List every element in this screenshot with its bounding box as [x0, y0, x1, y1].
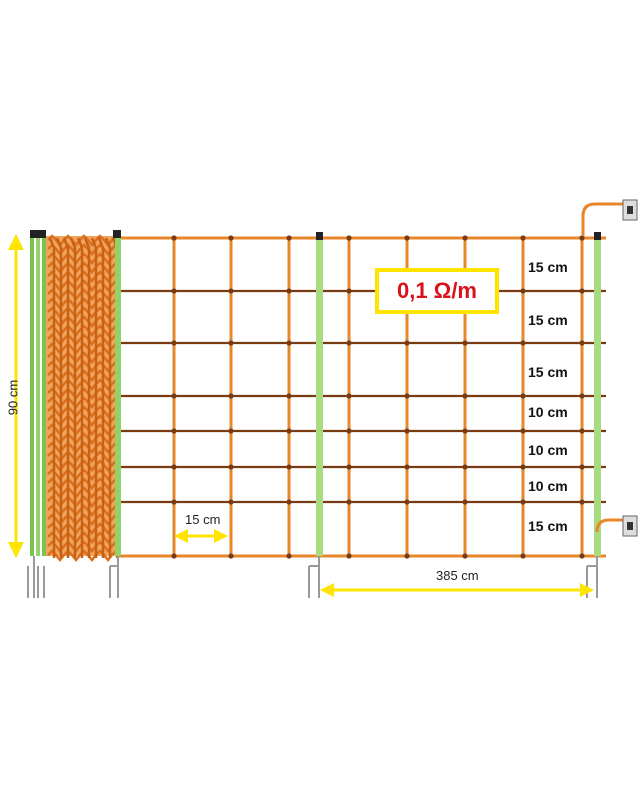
post-bundle-1 [30, 232, 34, 556]
wire-knot [228, 464, 234, 470]
wire-knot [520, 288, 526, 294]
wire-knot [520, 499, 526, 505]
mesh-width-label: 15 cm [185, 512, 221, 527]
wire-knot [346, 235, 352, 241]
row-spacing-label: 15 cm [528, 518, 568, 534]
row-spacing-label: 15 cm [528, 259, 568, 275]
wire-knot [520, 340, 526, 346]
wire-knot [579, 499, 585, 505]
wire-knot [404, 553, 410, 559]
mesh-width-arrow [174, 529, 228, 543]
wire-knot [462, 235, 468, 241]
wire-knot [579, 288, 585, 294]
wire-knot [286, 499, 292, 505]
wire-knot [286, 428, 292, 434]
row-spacing-label: 10 cm [528, 404, 568, 420]
wire-knot [404, 235, 410, 241]
wire-knot [520, 464, 526, 470]
wire-knot [462, 428, 468, 434]
wire-knot [171, 288, 177, 294]
wire-knot [346, 393, 352, 399]
wire-knot [520, 428, 526, 434]
wire-knot [579, 235, 585, 241]
wire-knot [404, 464, 410, 470]
wire-knot [579, 553, 585, 559]
wire-knot [286, 393, 292, 399]
wire-knot [228, 340, 234, 346]
wire-knot [286, 553, 292, 559]
wire-knot [346, 340, 352, 346]
wire-knot [228, 235, 234, 241]
wire-knot [579, 428, 585, 434]
row-spacing-label: 10 cm [528, 478, 568, 494]
post-middle [316, 236, 323, 556]
corner-hooks [581, 199, 638, 537]
height-dimension-arrow [8, 234, 24, 558]
wire-knot [228, 499, 234, 505]
post-spacing-label: 385 cm [436, 568, 479, 583]
row-spacing-label: 10 cm [528, 442, 568, 458]
wire-knot [404, 340, 410, 346]
wire-knot [462, 553, 468, 559]
wire-knot [346, 464, 352, 470]
post-bundle-2 [36, 232, 40, 556]
wire-knot [579, 340, 585, 346]
wire-knot [171, 340, 177, 346]
wire-knot [462, 499, 468, 505]
wire-knot [228, 428, 234, 434]
wire-knot [579, 464, 585, 470]
wire-knot [404, 393, 410, 399]
wire-knot [228, 288, 234, 294]
wire-knot [346, 428, 352, 434]
wire-knot [346, 288, 352, 294]
wire-knot [346, 553, 352, 559]
resistance-box: 0,1 Ω/m [375, 268, 499, 314]
wire-knot [171, 428, 177, 434]
wire-knot [404, 499, 410, 505]
wire-knot [286, 288, 292, 294]
wire-knot [171, 235, 177, 241]
post-right [594, 236, 601, 556]
wire-knot [462, 340, 468, 346]
wire-knot [462, 464, 468, 470]
wire-knot [286, 235, 292, 241]
wire-knot [228, 553, 234, 559]
wire-knot [520, 553, 526, 559]
wire-knot [228, 393, 234, 399]
post-spacing-arrow [320, 583, 594, 597]
row-spacing-label: 15 cm [528, 312, 568, 328]
wire-knot [404, 428, 410, 434]
ground-spikes [27, 556, 598, 598]
resistance-value: 0,1 Ω/m [396, 278, 477, 303]
wire-knot [286, 340, 292, 346]
wire-knot [520, 393, 526, 399]
post-bundle-3 [42, 232, 46, 556]
wire-knot [346, 499, 352, 505]
post-left [115, 236, 121, 556]
wire-knot [286, 464, 292, 470]
wire-knot [171, 393, 177, 399]
wire-knot [520, 235, 526, 241]
horizontal-wires [118, 236, 606, 558]
wire-knot [171, 499, 177, 505]
wire-knot [171, 464, 177, 470]
row-spacing-label: 15 cm [528, 364, 568, 380]
fence-posts [30, 230, 601, 556]
rolled-netting [46, 234, 121, 563]
height-label: 90 cm [5, 379, 21, 416]
wire-knot [462, 393, 468, 399]
vertical-wires [171, 235, 585, 559]
wire-knot [171, 553, 177, 559]
wire-knot [579, 393, 585, 399]
